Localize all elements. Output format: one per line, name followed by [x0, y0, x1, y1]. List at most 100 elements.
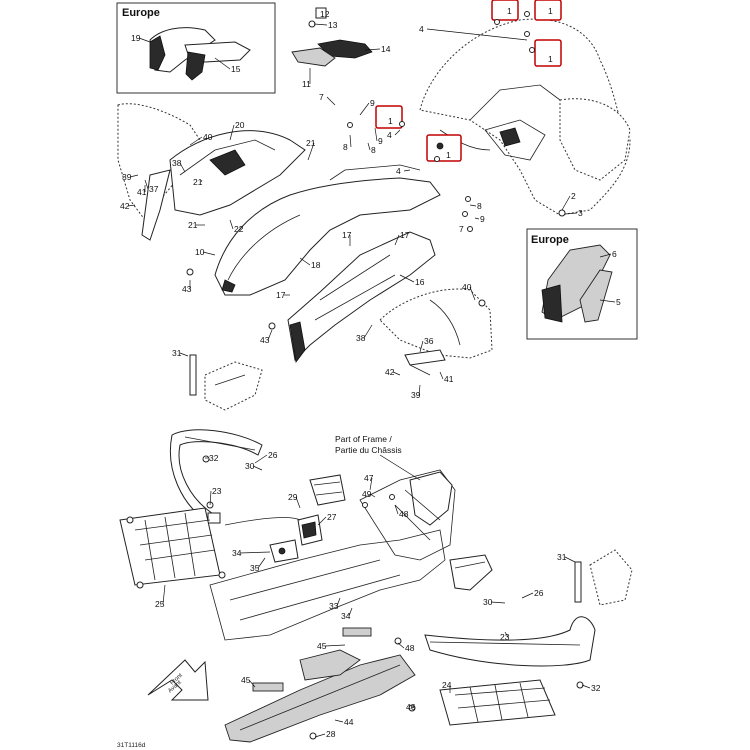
callout-label: 38: [172, 158, 182, 168]
callout-leader: [162, 584, 166, 605]
callout-label: 8: [477, 201, 482, 211]
bumper-23-left: [169, 429, 263, 524]
callout-label: 9: [480, 214, 485, 224]
callout-label: 40: [462, 282, 472, 292]
callout-leader: [349, 134, 352, 148]
bracket-36: [404, 349, 446, 376]
fasteners-upper: [186, 11, 584, 740]
callout-leader: [374, 127, 378, 142]
callout-label: 21: [188, 220, 198, 230]
callout-label: 43: [260, 335, 270, 345]
callout-label: 39: [411, 390, 421, 400]
part-12-cap: [315, 7, 327, 19]
callout-label: 28: [326, 729, 336, 739]
callout-label: 32: [209, 453, 219, 463]
callout-leader: [439, 371, 444, 380]
callout-leader: [599, 253, 612, 258]
callout-leader: [599, 299, 616, 303]
foot-net-25: [119, 501, 226, 589]
callout-label: 7: [319, 92, 324, 102]
callout-label: 30: [483, 597, 493, 607]
part-47-49: [309, 474, 346, 506]
callout-leader: [295, 496, 301, 509]
callout-leader: [426, 28, 528, 41]
callout-label: 33: [329, 601, 339, 611]
right-rack-bumper: [424, 549, 633, 726]
callout-label: 13: [328, 20, 338, 30]
callout-label: 4: [387, 130, 392, 140]
callout-leader: [127, 204, 136, 207]
callout-label: 39: [122, 172, 132, 182]
callout-leader: [561, 195, 571, 211]
callout-label: 23: [212, 486, 222, 496]
part-6-dark: [541, 284, 563, 323]
callout-leader: [363, 324, 373, 339]
callout-label: 9: [370, 98, 375, 108]
callout-label: 21: [193, 177, 203, 187]
callout-label: 27: [327, 512, 337, 522]
callout-leader: [397, 642, 405, 649]
callout-label: 31: [172, 348, 182, 358]
callout-label: 23: [500, 632, 510, 642]
callout-label: 36: [424, 336, 434, 346]
callout-label: 5: [616, 297, 621, 307]
callout-label: 45: [317, 641, 327, 651]
callout-label: 42: [385, 367, 395, 377]
callout-leader: [252, 465, 263, 471]
qty-badge: 1: [548, 6, 553, 16]
callout-leader: [179, 352, 189, 357]
callout-label: 3: [578, 208, 583, 218]
qty-badges: 1 1 1 1 1: [375, 0, 562, 162]
callout-leader: [348, 607, 353, 617]
callout-leader: [144, 179, 149, 190]
callout-label: 9: [378, 136, 383, 146]
callout-label: 37: [149, 184, 159, 194]
callout-label: 35: [250, 563, 260, 573]
qty-badge: 1: [446, 150, 451, 160]
callout-label: 22: [234, 224, 244, 234]
callout-leader: [359, 102, 370, 116]
callout-leader: [469, 286, 476, 301]
callout-label: 19: [131, 33, 141, 43]
callout-leader: [248, 679, 256, 688]
callout-leader: [564, 556, 576, 563]
inset-deflector-dark: [185, 51, 206, 81]
callout-leader: [214, 57, 231, 70]
callout-leader: [336, 597, 341, 607]
callout-label: 46: [406, 702, 416, 712]
frame-note-line1: Part of Frame /: [335, 434, 392, 444]
callout-label: 8: [343, 142, 348, 152]
center-body-part-10: [214, 164, 441, 296]
callout-label: 32: [591, 683, 601, 693]
callout-leader: [317, 516, 327, 526]
callout-leader: [179, 162, 186, 173]
callout-label: 17: [276, 290, 286, 300]
callout-leader: [411, 706, 415, 709]
callout-leader: [326, 96, 336, 106]
rack-bracket-left: [189, 354, 263, 411]
europe-inset-top-left: Europe: [116, 2, 276, 94]
callout-leader: [394, 504, 399, 515]
callout-leader: [392, 371, 401, 376]
callout-leader: [239, 551, 271, 554]
drawing-code: 31T1116d: [117, 742, 146, 749]
callout-label: 21: [306, 138, 316, 148]
callout-label: 45: [241, 675, 251, 685]
callout-label: 26: [268, 450, 278, 460]
callout-leader: [229, 219, 234, 230]
callout-leader: [129, 174, 139, 178]
callout-leader: [504, 631, 509, 638]
callout-leader: [267, 329, 273, 341]
europe-title: Europe: [122, 7, 160, 19]
callout-label: 44: [344, 717, 354, 727]
callout-leader: [581, 684, 591, 689]
callout-leader: [209, 490, 212, 506]
callout-label: 24: [442, 680, 452, 690]
callout-label: 15: [231, 64, 241, 74]
callout-label: 48: [405, 643, 415, 653]
callout-leader: [490, 601, 506, 604]
seat-bracket-27: [224, 514, 323, 546]
callout-label: 34: [232, 548, 242, 558]
